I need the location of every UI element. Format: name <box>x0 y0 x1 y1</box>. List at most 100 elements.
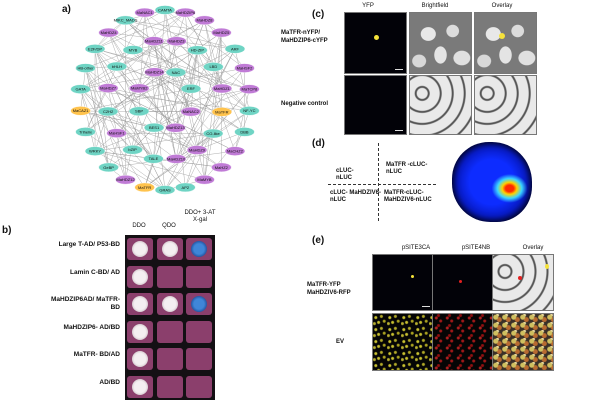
y2h-spot <box>127 293 153 315</box>
network-edge <box>107 48 236 112</box>
network-edge <box>164 9 214 67</box>
network-edge <box>132 88 192 150</box>
network-node: MaMYB <box>194 174 215 185</box>
network-node-shape <box>106 128 127 138</box>
y2h-colony-white <box>132 323 148 340</box>
network-edge <box>80 50 198 90</box>
network-edge <box>204 20 223 89</box>
network-node-shape <box>194 174 215 185</box>
network-node-label: MaHDZ12 <box>116 177 135 182</box>
network-node: HB-other <box>75 63 96 73</box>
network-node: MaNAC2 <box>180 106 201 117</box>
network-node-shape <box>144 67 165 77</box>
network-node: BES1 <box>143 122 165 133</box>
network-edge <box>94 111 109 152</box>
network-node-shape <box>186 145 208 155</box>
bifc-overlay-tile-1 <box>474 12 537 74</box>
network-node: WRKY <box>84 146 106 156</box>
network-edge <box>185 12 214 67</box>
network-node-label: MaTCP8 <box>241 87 258 92</box>
network-node-shape <box>202 128 224 139</box>
network-node: MaHDZ10 <box>165 154 187 164</box>
lca-quadrant-br: MaTFR-cLUC- MaHDZIV6-nLUC <box>384 190 432 203</box>
network-edge <box>125 20 192 89</box>
network-node-shape <box>165 154 187 164</box>
network-node-label: TALE <box>149 156 159 161</box>
network-edge <box>108 32 223 89</box>
network-edge <box>196 131 245 151</box>
network-node-label: NF-YC <box>243 108 255 113</box>
y2h-col-qdo: QDO <box>162 223 176 229</box>
y2h-col-xgal: DDO+ 3-AT X-gal <box>184 210 216 223</box>
network-edge <box>175 48 236 159</box>
network-node-label: MaHDZ14 <box>145 70 164 75</box>
y2h-row: MaHDZIP6- AD/BD <box>64 319 215 345</box>
network-node-label: AP2 <box>182 185 190 190</box>
lca-quadrant-bl: cLUC- MaHDZIV6-nLUC <box>330 190 382 203</box>
y2h-spot <box>156 375 183 398</box>
network-edge <box>125 20 222 113</box>
network-node: LBD <box>203 62 224 72</box>
network-node-shape <box>211 107 233 117</box>
y2h-spot <box>186 238 212 260</box>
network-edge <box>144 12 191 112</box>
network-node: HD-ZIP <box>187 45 208 55</box>
network-node: TALE <box>143 154 164 164</box>
network-edge <box>85 72 177 133</box>
network-edge <box>80 89 96 152</box>
y2h-row: Large T-AD/ P53-BD <box>59 236 215 262</box>
network-edge <box>190 50 198 112</box>
network-node-label: MaHDZ5 <box>213 30 230 35</box>
y2h-colony-white <box>161 296 178 312</box>
network-edge <box>125 20 236 50</box>
y2h-spot <box>156 265 183 288</box>
network-node-label: ERF <box>187 86 196 91</box>
y2h-row: AD/BD <box>99 374 215 400</box>
network-node: C2H2 <box>97 106 119 117</box>
network-node-label: GeBP <box>103 165 114 170</box>
network-node-label: HB-other <box>78 65 95 70</box>
network-node-shape <box>224 44 246 54</box>
network-node-label: MaHSF1 <box>109 131 126 136</box>
network-edge <box>132 41 177 150</box>
network-node-shape <box>187 45 208 55</box>
network-edge <box>138 12 145 112</box>
network-node-label: bHLH <box>112 64 122 69</box>
network-node: E2F/DP <box>84 44 106 54</box>
network-node: MaCHZ2 <box>224 146 246 156</box>
network-node-label: MaMYB2 <box>131 86 148 91</box>
scale-bar <box>422 306 430 307</box>
network-node: MaHDZ11 <box>143 36 165 46</box>
network-node: MaHDZ1 <box>211 83 233 94</box>
y2h-spot <box>156 238 183 260</box>
network-node-shape <box>194 15 215 26</box>
network-node-shape <box>166 36 187 46</box>
scale-bar <box>395 130 403 131</box>
network-node: MaHSF2 <box>234 63 255 73</box>
network-node-shape <box>122 45 144 55</box>
network-edge <box>80 89 145 188</box>
coloc-header-3: Overlay <box>522 245 544 251</box>
y2h-row: Lamin C-BD/ AD <box>70 264 215 290</box>
network-node: AP2 <box>175 182 196 193</box>
scale-bar <box>395 69 403 70</box>
network-node-shape <box>154 5 176 15</box>
network-node-shape <box>115 15 136 26</box>
overlay-signal-dot <box>499 33 505 39</box>
y2h-row-label: AD/BD <box>99 378 120 386</box>
network-edge <box>80 89 109 168</box>
coloc-header-1: pSITE3CA <box>401 245 431 251</box>
network-node: MaHDZIP6 <box>175 7 196 18</box>
network-edge <box>234 89 250 152</box>
y2h-spot <box>127 348 153 370</box>
network-node: MaTFR <box>134 182 155 193</box>
network-node-shape <box>129 83 150 94</box>
network-edge <box>175 67 245 160</box>
network-edge <box>85 66 118 133</box>
coloc-rfp-tile-2 <box>432 313 494 371</box>
y2h-row: MaTFR- BD/AD <box>74 346 215 372</box>
network-node-label: MaHDZ8 <box>196 18 213 23</box>
y2h-spot <box>127 238 153 260</box>
bifc-yfp-tile-1 <box>344 12 407 74</box>
